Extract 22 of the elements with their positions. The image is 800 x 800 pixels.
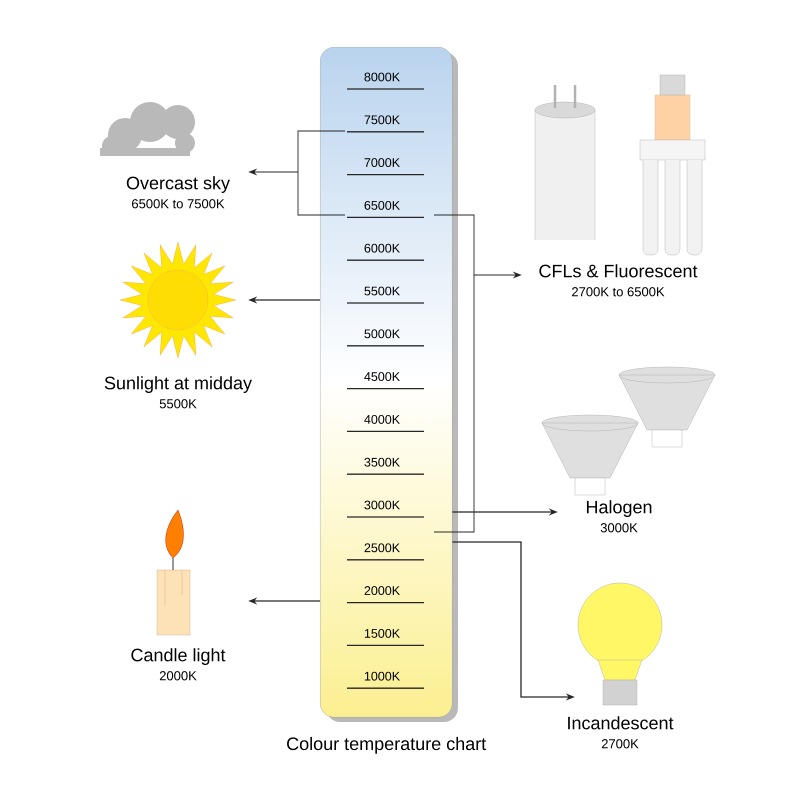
light-source-label: CFLs & Fluorescent 2700K to 6500K: [539, 264, 698, 296]
tick-label: 8000K: [364, 72, 400, 82]
light-source-label: Halogen 3000K: [586, 500, 652, 532]
tick-label: 6000K: [364, 244, 400, 253]
tick-label: 6500K: [364, 200, 400, 210]
tick-label: 4000K: [364, 414, 400, 424]
node-label: Colour temperature chart: [287, 736, 486, 754]
light-source-label: Sunlight at midday 5500K: [104, 376, 252, 408]
tick-label: 3500K: [364, 458, 400, 467]
light-source-label: Overcast sky 6500K to 7500K: [126, 176, 230, 208]
tick-label: 7500K: [364, 115, 400, 124]
tick-label: 4500K: [364, 372, 400, 382]
light-source-label: Incandescent 2700K: [568, 716, 674, 748]
tick-label: 2500K: [364, 543, 400, 552]
tick-label: 3000K: [364, 500, 400, 510]
tick-label: 5000K: [364, 329, 400, 338]
tick-label: 5500K: [364, 286, 400, 296]
light-source-label: Candle light 2000K: [131, 648, 226, 680]
tick-label: 2000K: [364, 586, 400, 596]
tick-label: 1000K: [364, 672, 400, 681]
tick-label: 1500K: [364, 628, 400, 638]
tick-label: 7000K: [364, 158, 400, 168]
